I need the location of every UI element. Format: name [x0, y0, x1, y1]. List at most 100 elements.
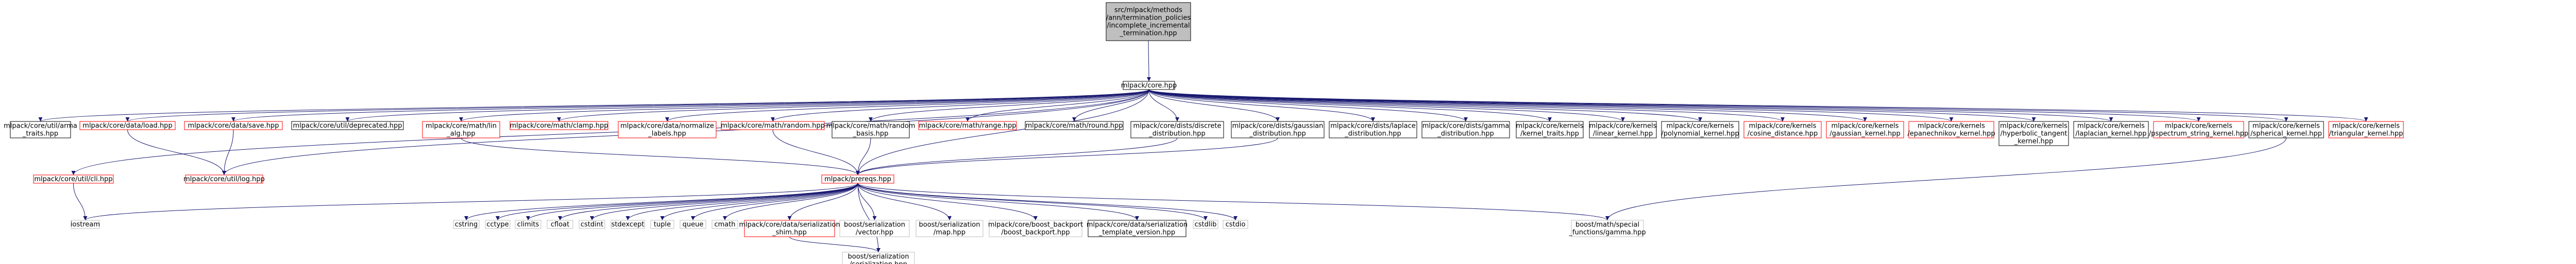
node-box[interactable]	[611, 220, 645, 229]
node-box[interactable]	[1826, 121, 1904, 138]
node-box[interactable]	[916, 220, 984, 237]
node-box[interactable]	[744, 220, 835, 237]
graph-node[interactable]: mlpack/core/data/load.hpp	[79, 121, 176, 130]
graph-node[interactable]: mlpack/core/kernels/polynomial_kernel.hp…	[1661, 121, 1739, 138]
graph-node[interactable]: mlpack/core/math/random_basis.hpp	[826, 121, 916, 138]
node-box[interactable]	[1130, 121, 1224, 138]
node-box[interactable]	[2153, 121, 2244, 138]
graph-node[interactable]: mlpack/core/kernels/triangular_kernel.hp…	[2328, 121, 2404, 138]
graph-node[interactable]: mlpack/core/math/random.hpp	[721, 121, 825, 130]
node-box[interactable]	[989, 220, 1082, 237]
graph-node[interactable]: mlpack/core/kernels/spherical_kernel.hpp	[2248, 121, 2324, 138]
graph-node[interactable]: boost/math/special_functions/gamma.hpp	[1568, 220, 1646, 237]
graph-node[interactable]: mlpack/core/kernels/hyperbolic_tangent_k…	[1998, 121, 2069, 146]
node-box[interactable]	[1516, 121, 1584, 138]
node-box[interactable]	[650, 220, 674, 229]
graph-node[interactable]: mlpack/core/data/serialization_shim.hpp	[739, 220, 840, 237]
node-box[interactable]	[515, 220, 541, 229]
graph-node[interactable]: mlpack/core/util/deprecated.hpp	[291, 121, 404, 130]
graph-node[interactable]: iostream	[71, 220, 100, 229]
node-box[interactable]	[839, 220, 910, 237]
graph-node[interactable]: mlpack/core/util/arma_traits.hpp	[4, 121, 77, 138]
graph-node[interactable]: boost/serialization/serialization.hpp	[842, 252, 915, 264]
graph-node[interactable]: cfloat	[547, 220, 573, 229]
node-box[interactable]	[79, 121, 176, 130]
node-box[interactable]	[1231, 121, 1325, 138]
node-box[interactable]	[1421, 121, 1510, 138]
node-box[interactable]	[184, 121, 283, 130]
node-box[interactable]	[1743, 121, 1822, 138]
node-box[interactable]	[422, 121, 500, 138]
graph-node[interactable]: mlpack/core.hpp	[1121, 81, 1177, 90]
node-box[interactable]	[618, 121, 717, 138]
graph-node[interactable]: mlpack/core/boost_backport/boost_backpor…	[988, 220, 1083, 237]
graph-node[interactable]: cstdio	[1223, 220, 1248, 229]
graph-node[interactable]: mlpack/core/kernels/epanechnikov_kernel.…	[1907, 121, 1995, 138]
graph-node[interactable]: mlpack/prereqs.hpp	[821, 174, 894, 184]
node-box[interactable]	[1106, 2, 1191, 41]
graph-node[interactable]: mlpack/core/kernels/cosine_distance.hpp	[1743, 121, 1822, 138]
node-box[interactable]	[1025, 121, 1124, 130]
graph-node[interactable]: mlpack/core/kernels/pspectrum_string_ker…	[2149, 121, 2248, 138]
node-box[interactable]	[510, 121, 608, 130]
graph-node[interactable]: boost/serialization/map.hpp	[916, 220, 984, 237]
graph-node[interactable]: cstdint	[579, 220, 605, 229]
node-box[interactable]	[1571, 220, 1644, 237]
graph-node[interactable]: mlpack/core/data/normalize_labels.hpp	[618, 121, 717, 138]
graph-node[interactable]: cctype	[485, 220, 511, 229]
node-box[interactable]	[918, 121, 1017, 130]
node-box[interactable]	[842, 252, 915, 264]
node-box[interactable]	[1088, 220, 1187, 237]
node-box[interactable]	[2073, 121, 2149, 138]
node-box[interactable]	[1329, 121, 1417, 138]
graph-node[interactable]: mlpack/core/dists/discrete_distribution.…	[1130, 121, 1224, 138]
graph-node[interactable]: tuple	[650, 220, 674, 229]
node-box[interactable]	[2248, 121, 2324, 138]
node-box[interactable]	[10, 121, 71, 138]
graph-node[interactable]: cmath	[711, 220, 738, 229]
node-box[interactable]	[291, 121, 404, 130]
graph-node[interactable]: mlpack/core/dists/gaussian_distribution.…	[1231, 121, 1325, 138]
node-box[interactable]	[1661, 121, 1739, 138]
node-box[interactable]	[1123, 81, 1175, 90]
graph-node[interactable]: mlpack/core/math/range.hpp	[918, 121, 1017, 130]
graph-node[interactable]: mlpack/core/kernels/linear_kernel.hpp	[1589, 121, 1657, 138]
graph-node[interactable]: mlpack/core/kernels/laplacian_kernel.hpp	[2073, 121, 2149, 138]
node-box[interactable]	[832, 121, 910, 138]
graph-node[interactable]: cstring	[453, 220, 480, 229]
graph-node[interactable]: queue	[680, 220, 706, 229]
graph-node[interactable]: mlpack/core/dists/gamma_distribution.hpp	[1421, 121, 1510, 138]
graph-node[interactable]: mlpack/core/kernels/gaussian_kernel.hpp	[1826, 121, 1904, 138]
node-box[interactable]	[485, 220, 511, 229]
node-box[interactable]	[1193, 220, 1218, 229]
graph-node[interactable]: mlpack/core/data/save.hpp	[184, 121, 283, 130]
node-box[interactable]	[185, 174, 263, 184]
graph-node[interactable]: cstdlib	[1193, 220, 1218, 229]
graph-node[interactable]: mlpack/core/kernels/kernel_traits.hpp	[1516, 121, 1584, 138]
node-box[interactable]	[579, 220, 605, 229]
node-box[interactable]	[821, 174, 894, 184]
graph-node[interactable]: climits	[515, 220, 541, 229]
node-box[interactable]	[71, 220, 100, 229]
node-box[interactable]	[453, 220, 480, 229]
node-box[interactable]	[1908, 121, 1994, 138]
graph-node[interactable]: mlpack/core/math/lin_alg.hpp	[422, 121, 500, 138]
graph-node[interactable]: stdexcept	[611, 220, 645, 229]
node-box[interactable]	[1223, 220, 1248, 229]
node-box[interactable]	[721, 121, 825, 130]
graph-node[interactable]: boost/serialization/vector.hpp	[839, 220, 910, 237]
graph-node[interactable]: mlpack/core/dists/laplace_distribution.h…	[1329, 121, 1417, 138]
node-box[interactable]	[2328, 121, 2404, 138]
node-box[interactable]	[33, 174, 114, 184]
graph-node[interactable]: mlpack/core/util/log.hpp	[183, 174, 265, 184]
node-box[interactable]	[711, 220, 738, 229]
graph-node[interactable]: src/mlpack/methods/ann/termination_polic…	[1106, 2, 1191, 41]
node-box[interactable]	[547, 220, 573, 229]
node-box[interactable]	[1589, 121, 1657, 138]
node-box[interactable]	[680, 220, 706, 229]
graph-node[interactable]: mlpack/core/util/cli.hpp	[33, 174, 114, 184]
graph-node[interactable]: mlpack/core/math/clamp.hpp	[510, 121, 608, 130]
node-box[interactable]	[1998, 121, 2069, 146]
graph-node[interactable]: mlpack/core/data/serialization_template_…	[1087, 220, 1188, 237]
graph-node[interactable]: mlpack/core/math/round.hpp	[1025, 121, 1124, 130]
